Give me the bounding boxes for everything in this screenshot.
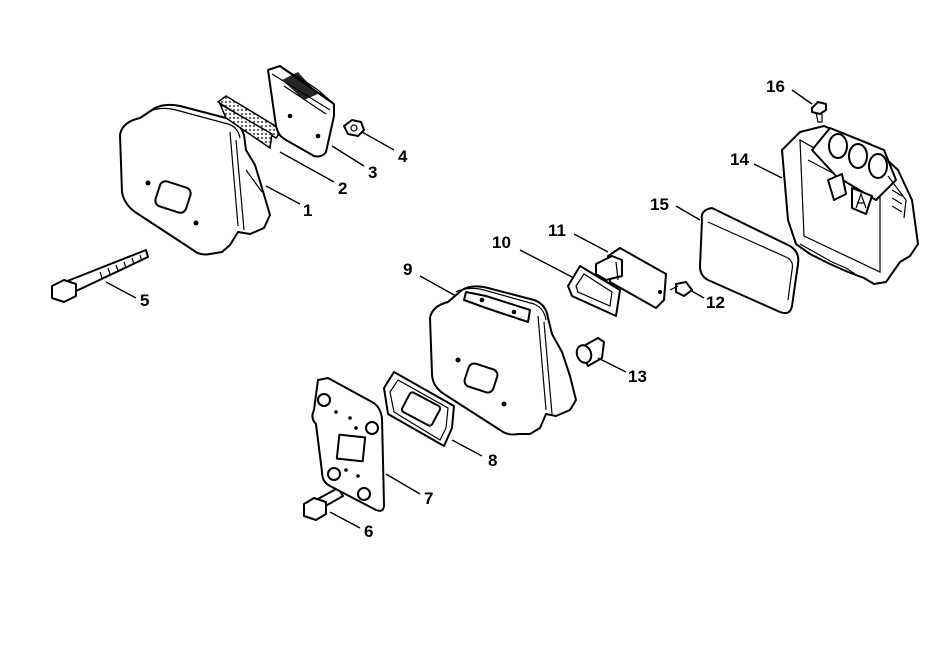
gasket [383,371,455,447]
callout-14: 14 [730,150,749,169]
leader-lines [105,89,813,529]
leader-3 [331,145,365,167]
leader-15 [675,205,701,221]
leader-14 [753,163,783,179]
leader-8 [451,439,483,457]
callout-3: 3 [368,163,377,182]
leader-13 [597,357,627,373]
callout-13: 13 [628,367,647,386]
leader-2 [279,151,335,183]
leader-11 [573,233,609,253]
callout-7: 7 [424,489,433,508]
small-gasket [567,265,621,317]
callout-10: 10 [492,233,511,252]
cover-plate [699,207,800,315]
long-screw [51,249,149,303]
callout-5: 5 [140,291,149,310]
spark-arrestor-screen [216,95,284,150]
callout-9: 9 [403,260,412,279]
muffler-housing-upper [119,103,271,256]
leader-5 [105,281,137,299]
callout-8: 8 [488,451,497,470]
sleeve [575,337,605,367]
leader-16 [791,89,813,105]
mounting-plate [311,377,385,512]
deflector [595,247,667,309]
leader-10 [519,249,575,279]
callout-15: 15 [650,195,669,214]
leader-7 [385,473,421,495]
top-screw [811,101,827,123]
leader-6 [329,511,361,529]
hex-nut [343,119,365,137]
short-screw [303,487,344,521]
callout-1: 1 [303,201,312,220]
callout-11: 11 [548,221,566,240]
outer-shroud [781,125,919,285]
small-screw [669,281,693,297]
callout-4: 4 [398,147,408,166]
callout-labels: 1 2 3 4 5 6 7 8 9 10 11 12 13 14 15 16 [140,77,785,541]
leader-9 [419,275,457,297]
callout-12: 12 [706,293,725,312]
leader-12 [689,289,705,299]
baffle-plate [267,65,335,158]
callout-2: 2 [338,179,347,198]
leader-4 [361,131,395,151]
leader-1 [265,185,301,205]
muffler-housing-lower [429,285,577,436]
callout-6: 6 [364,522,373,541]
callout-16: 16 [766,77,785,96]
